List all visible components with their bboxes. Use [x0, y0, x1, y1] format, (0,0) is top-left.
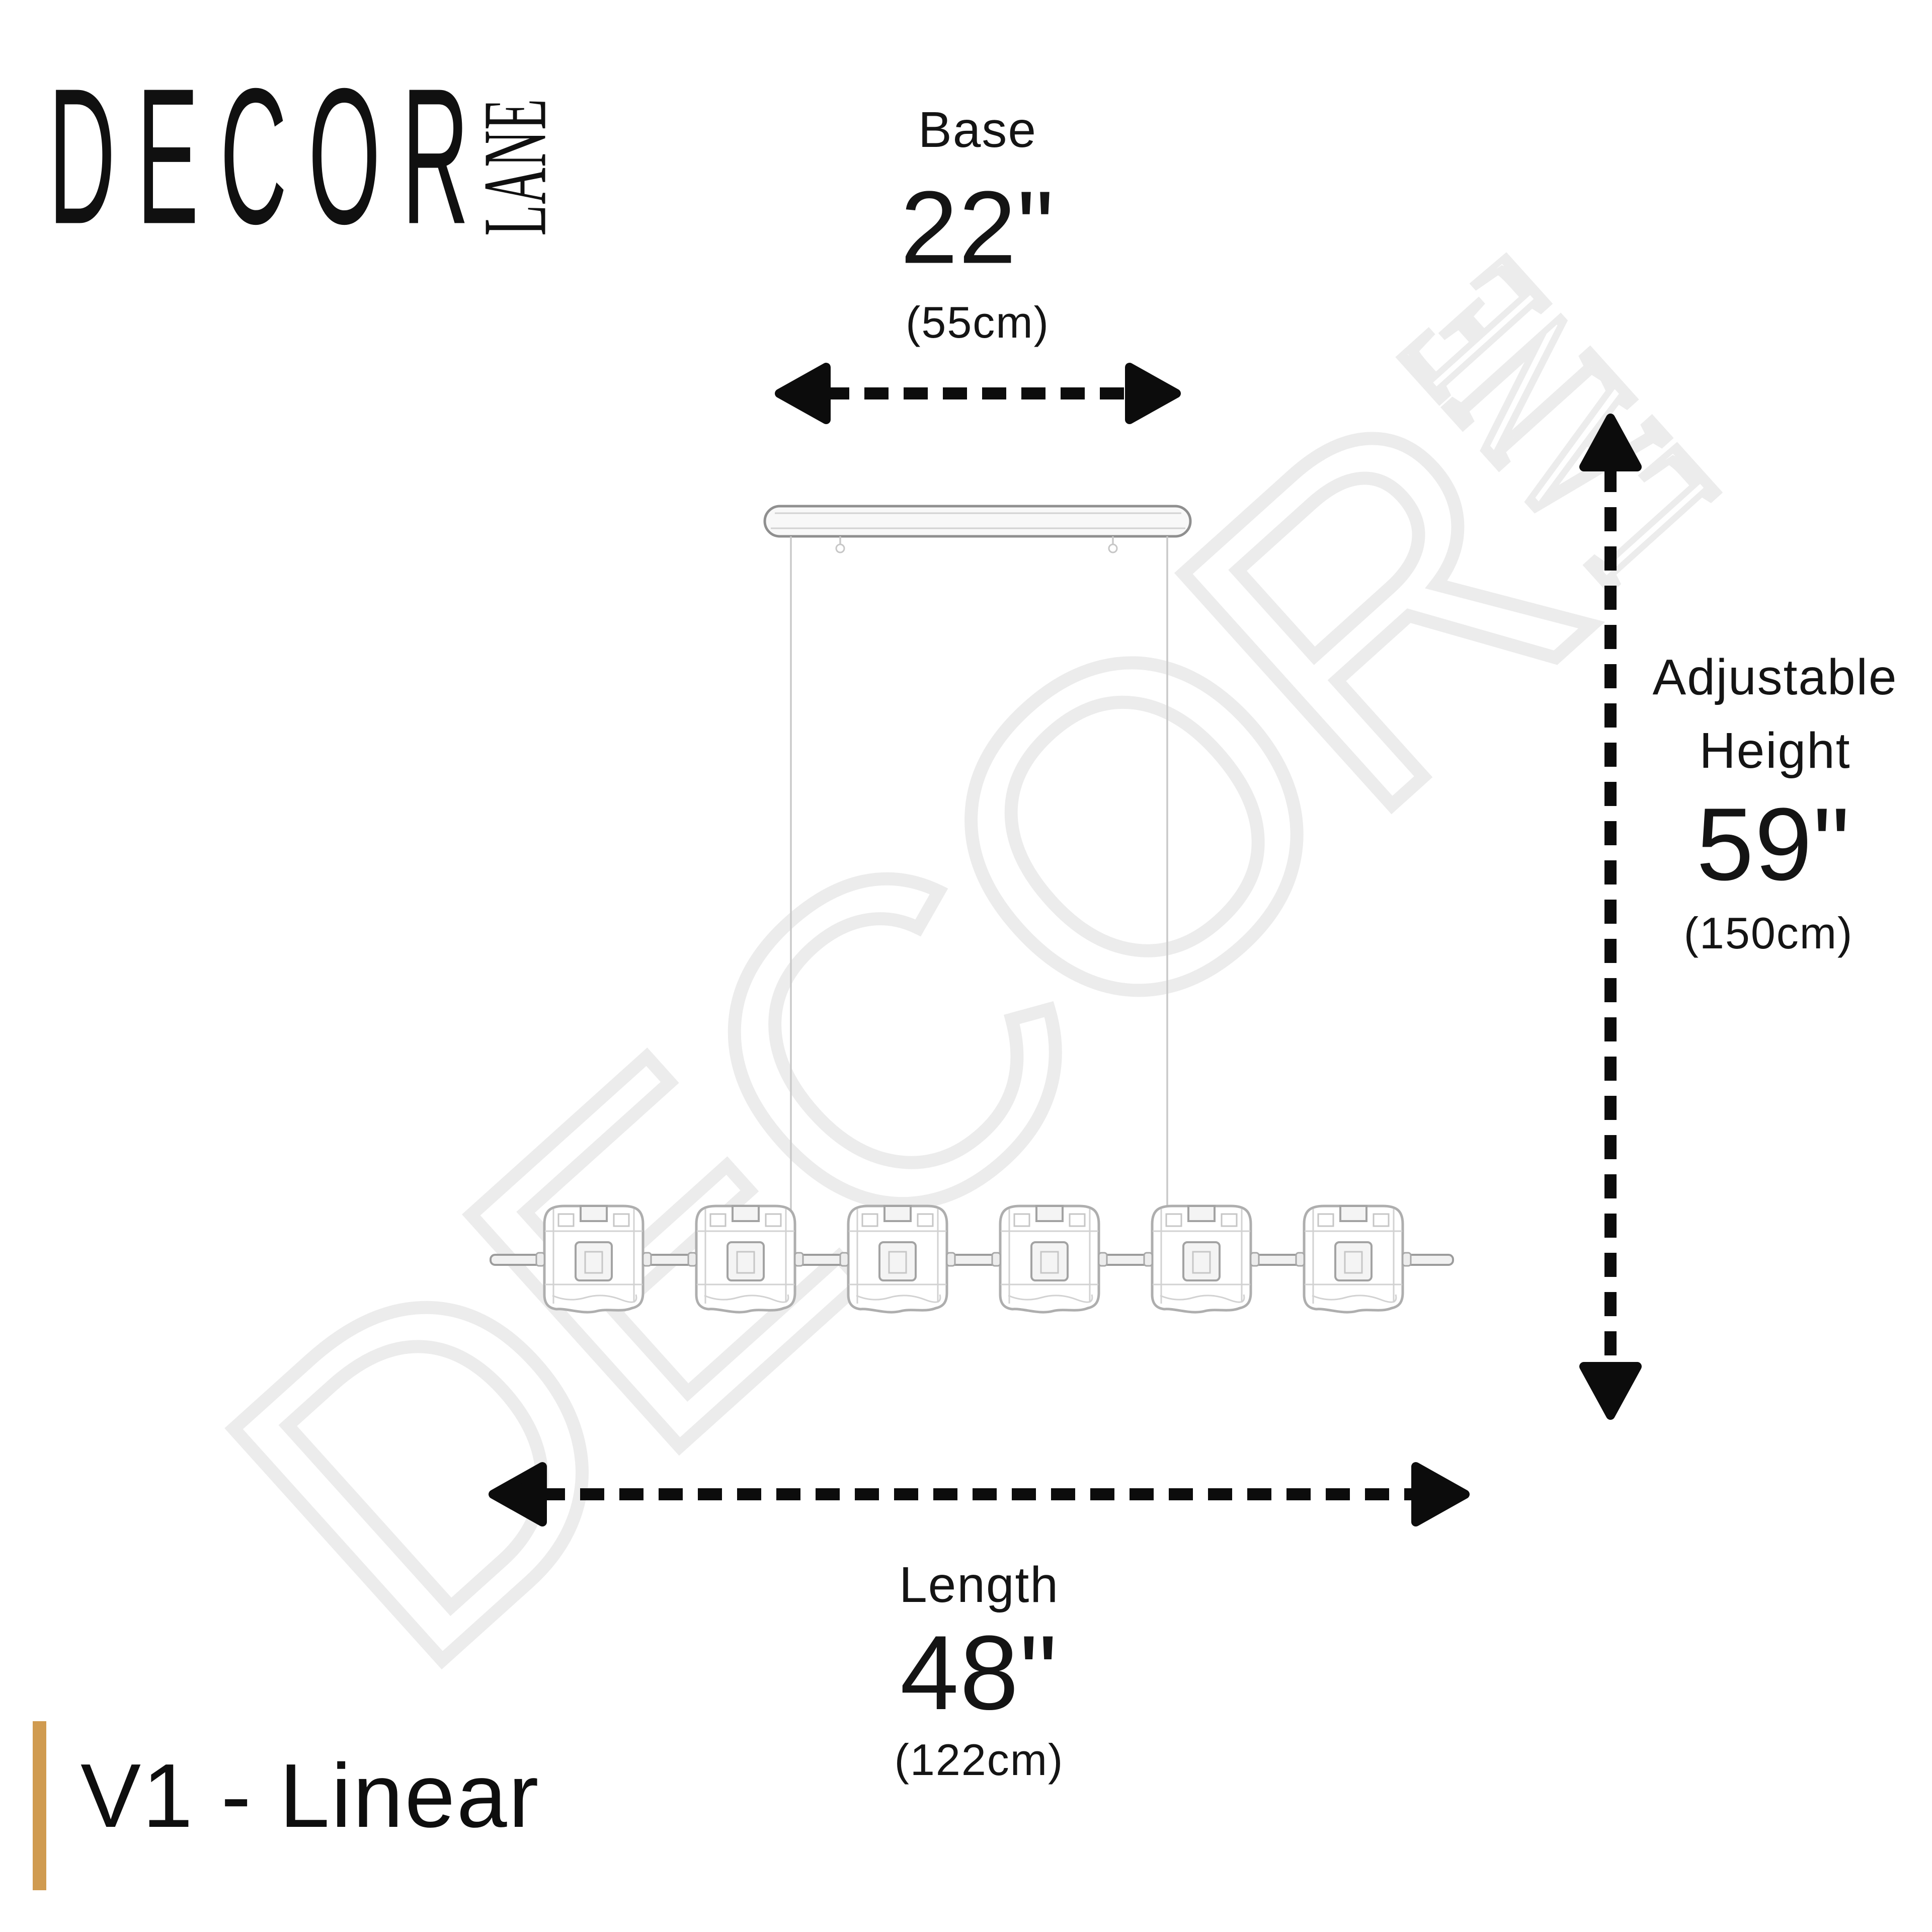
arrow-down-head: [1579, 1362, 1642, 1420]
pendant-shade: [1144, 1206, 1259, 1312]
height-metric: (150cm): [1683, 908, 1854, 958]
base-value: 22": [900, 170, 1055, 285]
pendant-shade: [840, 1206, 955, 1312]
pendant-shade: [1296, 1206, 1411, 1312]
length-value: 48": [900, 1614, 1059, 1732]
arrow-left-head: [489, 1462, 547, 1526]
ceiling-canopy-bar: [763, 505, 1192, 553]
height-label-line2: Height: [1699, 722, 1851, 779]
height-dimension-arrow: [1579, 414, 1642, 1420]
pendant-shade: [688, 1206, 803, 1312]
arrow-up-head: [1579, 414, 1642, 471]
height-value: 59": [1696, 786, 1851, 902]
arrow-right-head: [1125, 363, 1181, 424]
height-label-line1: Adjustable: [1652, 649, 1898, 705]
base-label: Base: [918, 102, 1037, 158]
suspension-wires: [790, 536, 1168, 1258]
arrow-right-head: [1411, 1462, 1470, 1526]
length-label: Length: [899, 1557, 1059, 1613]
pendant-shade: [992, 1206, 1107, 1312]
arrow-left-head: [775, 363, 831, 424]
pendant-shade: [536, 1206, 651, 1312]
base-metric: (55cm): [906, 297, 1050, 347]
variant-label: V1 - Linear: [80, 1745, 540, 1846]
brand-logo: DECOR: [48, 60, 490, 254]
brand-name-primary: DECOR: [48, 49, 491, 265]
length-dimension-arrow: [489, 1462, 1470, 1526]
accent-bar: [33, 1721, 46, 1890]
length-metric: (122cm): [894, 1735, 1064, 1785]
base-dimension-arrow: [775, 363, 1181, 424]
